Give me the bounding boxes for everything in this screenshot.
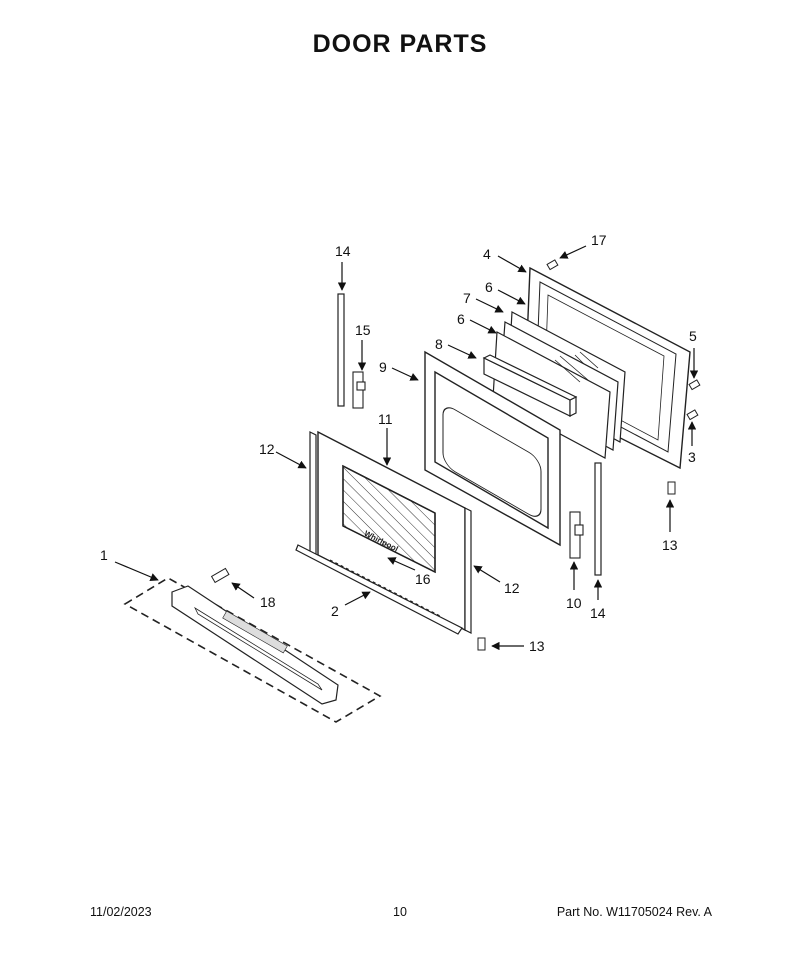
leader-16 [387, 557, 416, 571]
callout-8: 8 [435, 336, 443, 352]
callout-13a: 13 [662, 537, 678, 553]
door-bottom-trim [295, 544, 463, 635]
leader-7 [475, 298, 504, 313]
leader-18 [231, 582, 255, 599]
door-hinge-15 [352, 371, 366, 409]
leader-1 [114, 561, 159, 581]
hinge-slot-left [337, 293, 345, 407]
door-insulation [482, 354, 578, 417]
door-hinge-10 [569, 511, 584, 559]
callout-10: 10 [566, 595, 582, 611]
callout-18: 18 [260, 594, 276, 610]
screw-17 [546, 259, 559, 271]
leader-8 [447, 344, 477, 359]
door-liner-frame [424, 350, 561, 547]
footer-page-number: 10 [393, 905, 407, 919]
door-handle [123, 577, 382, 723]
callout-14a: 14 [335, 243, 351, 259]
footer-date: 11/02/2023 [90, 905, 152, 919]
callout-16: 16 [415, 571, 431, 587]
screw-13-lower [477, 637, 486, 651]
callout-15: 15 [355, 322, 371, 338]
callout-12b: 12 [504, 580, 520, 596]
callout-6b: 6 [457, 311, 465, 327]
leader-12a [275, 451, 307, 469]
leader-4 [497, 255, 527, 273]
callout-7: 7 [463, 290, 471, 306]
door-side-trim-right [464, 507, 472, 634]
door-side-trim-left [309, 431, 317, 556]
page-title: DOOR PARTS [312, 30, 488, 58]
callout-4: 4 [483, 246, 491, 262]
callout-3: 3 [688, 449, 696, 465]
callout-12a: 12 [259, 441, 275, 457]
leader-9 [391, 367, 419, 381]
screw-5 [688, 379, 701, 391]
callout-14b: 14 [590, 605, 606, 621]
callout-17: 17 [591, 232, 607, 248]
leader-2 [344, 591, 371, 606]
callout-1: 1 [100, 547, 108, 563]
leader-6b [469, 319, 497, 334]
screw-18 [210, 567, 230, 584]
screw-13-upper [667, 481, 676, 495]
leader-12b [473, 565, 501, 583]
callout-11: 11 [378, 411, 393, 427]
callout-2: 2 [331, 603, 339, 619]
callout-labels: 1 2 3 4 5 6 7 6 8 9 10 11 12 12 13 13 14… [100, 232, 697, 654]
hinge-slot-right [594, 462, 602, 576]
leader-lines [114, 245, 699, 651]
callout-13b: 13 [529, 638, 545, 654]
screw-3 [686, 409, 699, 421]
leader-17 [559, 245, 587, 259]
callout-5: 5 [689, 328, 697, 344]
callout-9: 9 [379, 359, 387, 375]
footer-part-number: Part No. W11705024 Rev. A [556, 905, 712, 919]
callout-6a: 6 [485, 279, 493, 295]
leader-6a [497, 289, 526, 305]
